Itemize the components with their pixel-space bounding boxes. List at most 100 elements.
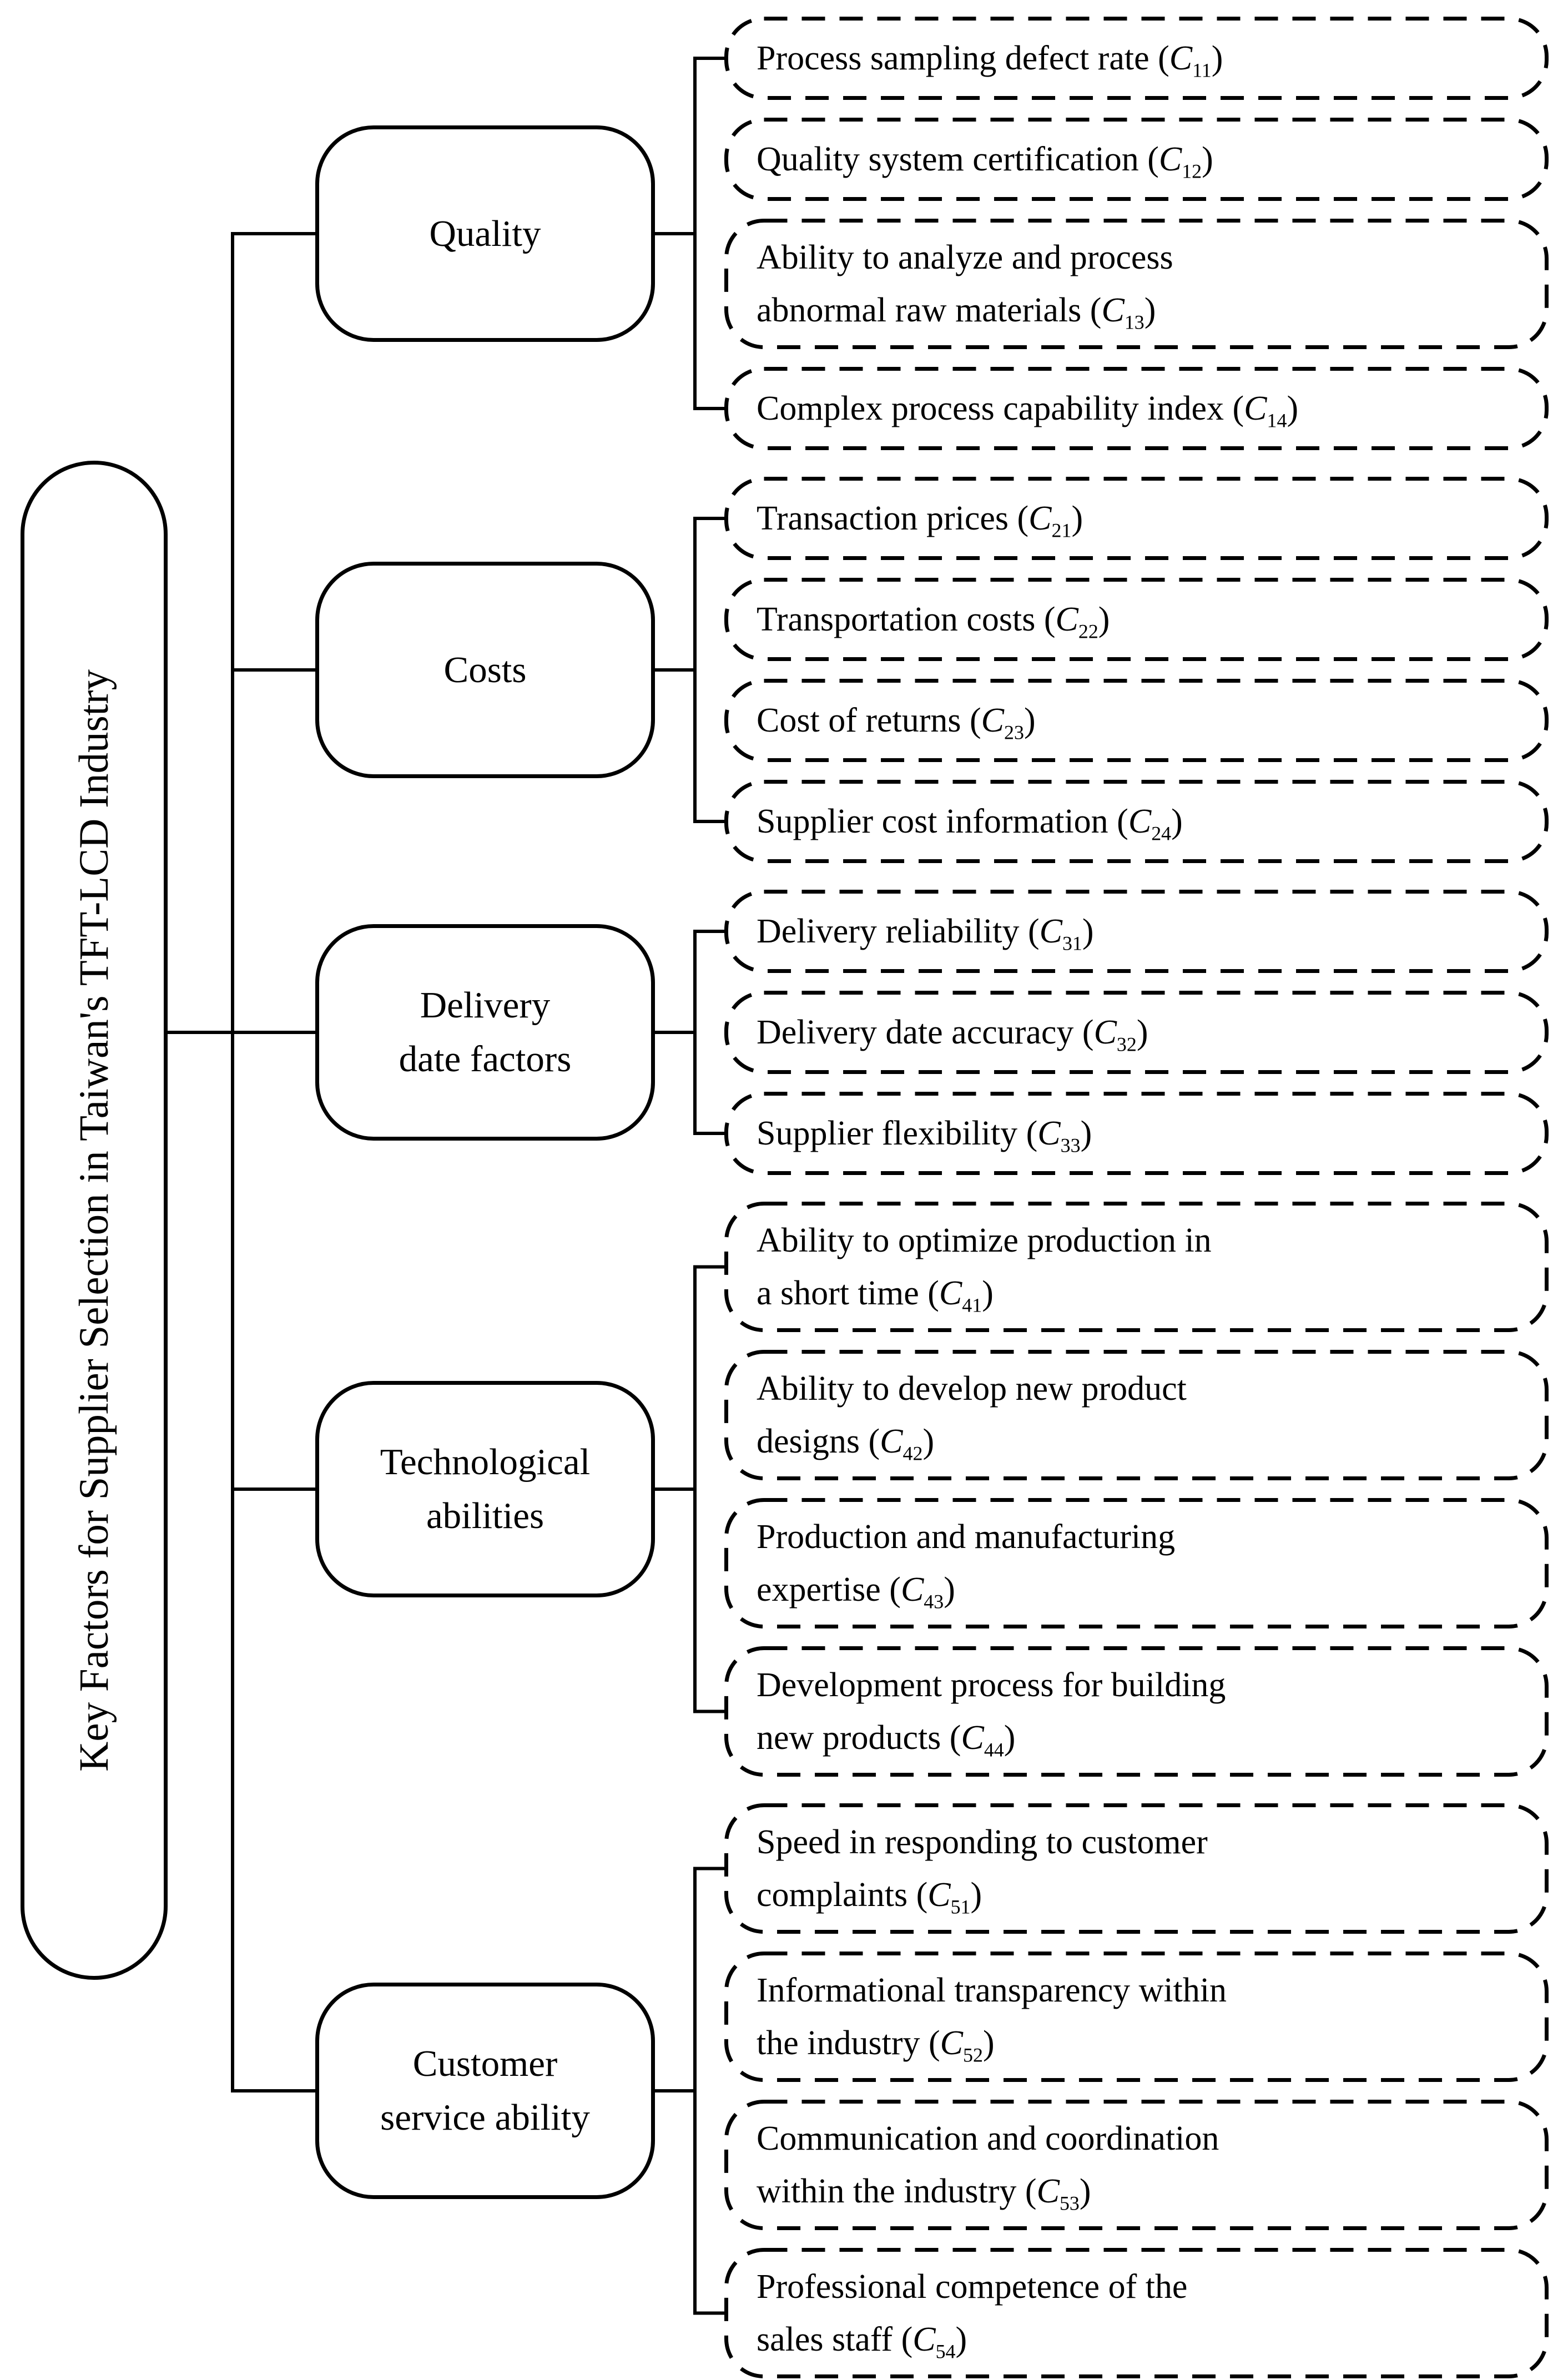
category-box-technological-abilities: Technological abilities [315,1381,655,1597]
criterion-symbol: C [1128,802,1152,840]
criterion-line: Supplier cost information (C24) [757,795,1183,848]
criterion-text: expertise ( [757,1570,901,1608]
criterion-subscript: 53 [1059,2191,1080,2214]
category-label: service ability [380,2097,590,2138]
criterion-line: Transportation costs (C22) [757,593,1110,646]
criterion-line: expertise (C43) [757,1564,955,1616]
criterion-text: ) [955,2320,967,2358]
criterion-subscript: 51 [950,1895,971,1918]
criterion-text: ) [1082,912,1094,950]
criterion-symbol: C [1028,499,1052,537]
criterion-box-c42: Ability to develop new product designs (… [724,1350,1549,1480]
criterion-text: Ability to analyze and process [757,238,1173,276]
criterion-symbol: C [1093,1013,1117,1051]
criterion-symbol: C [981,701,1005,739]
criterion-text: within the industry ( [757,2172,1037,2210]
criterion-subscript: 43 [924,1590,944,1612]
criterion-text: Delivery reliability ( [757,912,1040,950]
criterion-symbol: C [1037,1114,1061,1152]
criterion-line: Communication and coordination [757,2112,1219,2165]
criterion-line: Transaction prices (C21) [757,492,1083,545]
criterion-line: a short time (C41) [757,1267,994,1320]
criterion-text: Supplier cost information ( [757,802,1128,840]
criterion-subscript: 33 [1060,1133,1081,1156]
criterion-symbol: C [1039,912,1062,950]
criterion-line: Ability to develop new product [757,1363,1187,1415]
criterion-text: Complex process capability index ( [757,389,1244,427]
criterion-box-c23: Cost of returns (C23) [724,679,1549,762]
criterion-box-c41: Ability to optimize production in a shor… [724,1202,1549,1332]
criterion-text: ) [1211,39,1223,77]
criterion-subscript: 14 [1267,409,1287,431]
criterion-line: complaints (C51) [757,1869,982,1922]
criterion-subscript: 24 [1151,821,1172,844]
criterion-box-c21: Transaction prices (C21) [724,477,1549,560]
criterion-line: Cost of returns (C23) [757,694,1036,747]
criterion-symbol: C [1158,140,1182,178]
criterion-text: Process sampling defect rate ( [757,39,1169,77]
criterion-text: abnormal raw materials ( [757,291,1102,329]
criterion-text: Delivery date accuracy ( [757,1013,1094,1051]
criterion-subscript: 22 [1078,619,1098,642]
criterion-box-c53: Communication and coordination within th… [724,2100,1549,2230]
criterion-box-c22: Transportation costs (C22) [724,578,1549,661]
criterion-subscript: 23 [1004,720,1024,743]
criterion-text: the industry ( [757,2024,940,2062]
criterion-subscript: 13 [1124,310,1144,333]
criterion-box-c33: Supplier flexibility (C33) [724,1092,1549,1175]
criterion-symbol: C [900,1570,924,1608]
criterion-text: Professional competence of the [757,2267,1188,2306]
criterion-text: Cost of returns ( [757,701,981,739]
criterion-subscript: 42 [902,1441,923,1464]
category-label: Customer [412,2043,558,2084]
criterion-text: ) [1144,291,1156,329]
criterion-text: Development process for building [757,1666,1226,1704]
criterion-line: Supplier flexibility (C33) [757,1107,1092,1160]
criterion-text: ) [944,1570,955,1608]
criterion-box-c11: Process sampling defect rate (C11) [724,17,1549,100]
criterion-box-c14: Complex process capability index (C14) [724,367,1549,450]
criterion-line: new products (C44) [757,1712,1015,1764]
criterion-text: Quality system certification ( [757,140,1159,178]
criterion-symbol: C [1036,2172,1060,2210]
criterion-text: ) [1098,600,1110,638]
root-label: Key Factors for Supplier Selection in Ta… [71,669,117,1772]
criterion-text: Supplier flexibility ( [757,1114,1038,1152]
criterion-subscript: 54 [935,2339,956,2362]
criterion-line: designs (C42) [757,1415,934,1468]
criterion-line: Production and manufacturing [757,1511,1175,1564]
criterion-text: ) [922,1422,935,1460]
criterion-box-c44: Development process for building new pro… [724,1646,1549,1777]
criterion-text: Transaction prices ( [757,499,1029,537]
criterion-box-c12: Quality system certification (C12) [724,118,1549,201]
criterion-text: ) [1171,802,1183,840]
criterion-text: ) [1080,1114,1092,1152]
criterion-text: ) [1023,701,1036,739]
category-box-delivery-date-factors: Delivery date factors [315,924,655,1141]
criterion-symbol: C [1101,291,1125,329]
category-box-costs: Costs [315,562,655,778]
criterion-box-c31: Delivery reliability (C31) [724,890,1549,973]
criterion-symbol: C [912,2320,936,2358]
criterion-symbol: C [939,1274,962,1312]
criterion-line: Ability to analyze and process [757,231,1173,284]
category-label: date factors [399,1038,572,1080]
criterion-text: Speed in responding to customer [757,1823,1208,1861]
criterion-box-c51: Speed in responding to customer complain… [724,1803,1549,1934]
criterion-symbol: C [1169,39,1193,77]
criterion-text: a short time ( [757,1274,939,1312]
criterion-symbol: C [940,2024,963,2062]
criterion-text: Ability to optimize production in [757,1221,1212,1259]
criterion-line: the industry (C52) [757,2017,995,2070]
criterion-symbol: C [1055,600,1078,638]
criterion-text: sales staff ( [757,2320,913,2358]
criterion-symbol: C [880,1422,903,1460]
criterion-text: ) [1004,1718,1016,1757]
category-box-customer-service-ability: Customer service ability [315,1983,655,2199]
criterion-text: ) [1202,140,1213,178]
category-label: Delivery [420,985,551,1026]
criterion-text: designs ( [757,1422,880,1460]
criterion-box-c24: Supplier cost information (C24) [724,780,1549,863]
criterion-box-c54: Professional competence of the sales sta… [724,2248,1549,2378]
criterion-text: ) [1136,1013,1148,1051]
